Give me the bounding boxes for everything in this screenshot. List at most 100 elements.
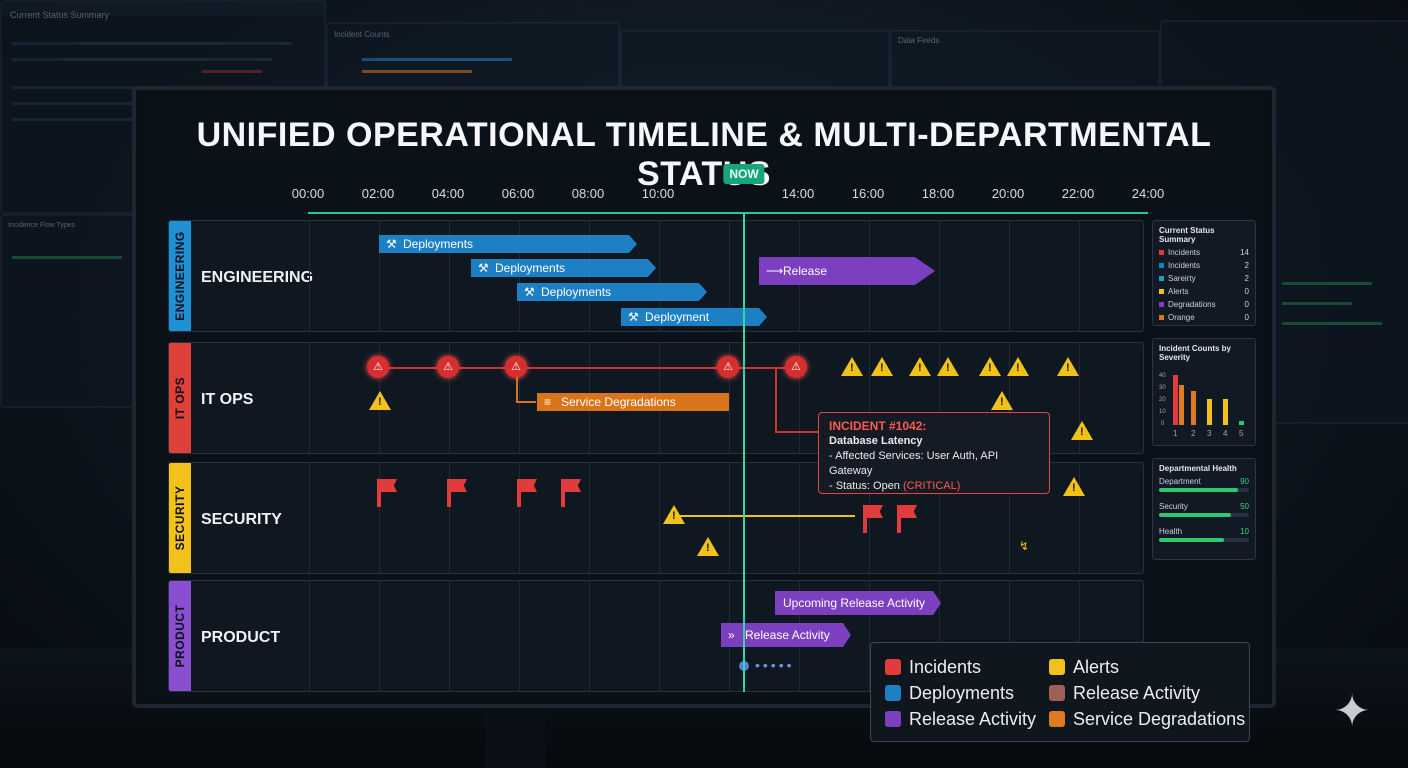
y-tick: 0 (1161, 421, 1165, 427)
incident-alarm-icon[interactable]: ⚠ (717, 356, 739, 378)
lane-engineering: ENGINEERING ENGINEERING ⚒Deployments ⚒De… (168, 220, 1144, 332)
service-degradation-bar[interactable]: ≡Service Degradations (537, 393, 729, 411)
release-activity-bar[interactable]: »Release Activity (721, 623, 851, 647)
degradation-icon: ≡ (544, 395, 552, 409)
alert-warning-icon[interactable]: ! (991, 391, 1013, 410)
timeline-axis: 00:00 02:00 04:00 06:00 08:00 10:00 14:0… (292, 164, 1164, 214)
lane-name-engineering: ENGINEERING (201, 269, 314, 286)
alert-warning-icon[interactable]: ! (663, 505, 685, 524)
legend-item[interactable]: Release Activity (885, 709, 1036, 730)
alert-warning-icon[interactable]: ! (369, 391, 391, 410)
release-icon: ⟶ (766, 264, 784, 278)
incident-connector (379, 367, 799, 369)
lightning-icon: ↯ (1019, 539, 1030, 553)
severity-bar (1223, 399, 1228, 425)
now-line (743, 214, 745, 692)
incident-alarm-icon[interactable]: ⚠ (367, 356, 389, 378)
x-tick: 2 (1191, 429, 1196, 438)
alert-warning-icon[interactable]: ! (909, 357, 931, 376)
tick-label: 22:00 (1061, 186, 1095, 201)
security-flag-icon[interactable] (863, 505, 867, 533)
lane-name-product: PRODUCT (201, 629, 281, 646)
tick-label: 08:00 (571, 186, 605, 201)
security-flag-icon[interactable] (561, 479, 565, 507)
legend: Incidents Alerts Deployments Release Act… (870, 642, 1250, 742)
background-monitor-data-feeds: Data Feeds (890, 30, 1160, 90)
severity-bar (1191, 391, 1196, 425)
legend-item[interactable]: Alerts (1049, 657, 1119, 678)
alert-warning-icon[interactable]: ! (979, 357, 1001, 376)
incident-alarm-icon[interactable]: ⚠ (437, 356, 459, 378)
upcoming-release-bar[interactable]: Upcoming Release Activity (775, 591, 941, 615)
tick-label: 06:00 (501, 186, 535, 201)
future-dots: ••••• (755, 657, 795, 673)
tick-label: 14:00 (781, 186, 815, 201)
security-flag-icon[interactable] (897, 505, 901, 533)
severity-bar (1239, 421, 1244, 425)
x-tick: 3 (1207, 429, 1212, 438)
severity-chart-panel: Incident Counts by Severity 40 30 20 10 … (1152, 338, 1256, 446)
severity-bar (1207, 399, 1212, 425)
incident-alarm-icon[interactable]: ⚠ (505, 356, 527, 378)
alert-warning-icon[interactable]: ! (1007, 357, 1029, 376)
background-monitor-center (620, 30, 890, 90)
background-monitor-left-mid: Incidence Flow Types (0, 214, 134, 408)
alert-warning-icon[interactable]: ! (1057, 357, 1079, 376)
alert-warning-icon[interactable]: ! (937, 357, 959, 376)
tick-label: 04:00 (431, 186, 465, 201)
release-icon: » (728, 628, 735, 642)
lane-tab-security[interactable]: SECURITY (169, 463, 191, 573)
security-flag-icon[interactable] (517, 479, 521, 507)
security-flag-icon[interactable] (447, 479, 451, 507)
panel-title: Departmental Health (1159, 464, 1237, 473)
deployment-bar[interactable]: ⚒Deployments (471, 259, 656, 277)
lane-tab-engineering[interactable]: ENGINEERING (169, 221, 191, 331)
legend-item[interactable]: Service Degradations (1049, 709, 1245, 730)
lane-name-security: SECURITY (201, 511, 282, 528)
y-tick: 40 (1159, 373, 1166, 379)
deployment-bar[interactable]: ⚒Deployments (517, 283, 707, 301)
alert-warning-icon[interactable]: ! (871, 357, 893, 376)
incident-alarm-icon[interactable]: ⚠ (785, 356, 807, 378)
now-badge[interactable]: NOW (723, 164, 765, 184)
background-title: Incidence Flow Types (8, 222, 76, 229)
alert-warning-icon[interactable]: ! (697, 537, 719, 556)
background-title: Incident Counts (334, 30, 390, 39)
lane-tab-product[interactable]: PRODUCT (169, 581, 191, 691)
legend-item[interactable]: Deployments (885, 683, 1014, 704)
y-tick: 30 (1159, 385, 1166, 391)
dashboard-screen: UNIFIED OPERATIONAL TIMELINE & MULTI-DEP… (142, 96, 1266, 698)
background-title: Current Status Summary (10, 10, 110, 20)
alert-warning-icon[interactable]: ! (1071, 421, 1093, 440)
lane-tab-itops[interactable]: IT OPS (169, 343, 191, 453)
tick-label: 24:00 (1131, 186, 1165, 201)
deployment-bar[interactable]: ⚒Deployment (621, 308, 767, 326)
tick-label: 10:00 (641, 186, 675, 201)
legend-item[interactable]: Incidents (885, 657, 981, 678)
background-title: Data Feeds (898, 36, 940, 45)
incident-connector (775, 367, 777, 431)
alert-warning-icon[interactable]: ! (841, 357, 863, 376)
incident-popup[interactable]: INCIDENT #1042: Database Latency - Affec… (818, 412, 1050, 494)
release-bar[interactable]: ⟶Release (759, 257, 935, 285)
tick-label: 16:00 (851, 186, 885, 201)
panel-title: Incident Counts by Severity (1159, 344, 1231, 362)
tick-label: 00:00 (291, 186, 325, 201)
legend-item[interactable]: Release Activity (1049, 683, 1200, 704)
monitor-stand (485, 706, 545, 768)
x-tick: 4 (1223, 429, 1228, 438)
wrench-icon: ⚒ (628, 310, 639, 324)
wrench-icon: ⚒ (386, 237, 397, 251)
security-flag-icon[interactable] (377, 479, 381, 507)
severity-bar (1179, 385, 1184, 425)
alert-warning-icon[interactable]: ! (1063, 477, 1085, 496)
incident-heading: INCIDENT #1042: (829, 419, 927, 433)
wrench-icon: ⚒ (478, 261, 489, 275)
deployment-bar[interactable]: ⚒Deployments (379, 235, 637, 253)
